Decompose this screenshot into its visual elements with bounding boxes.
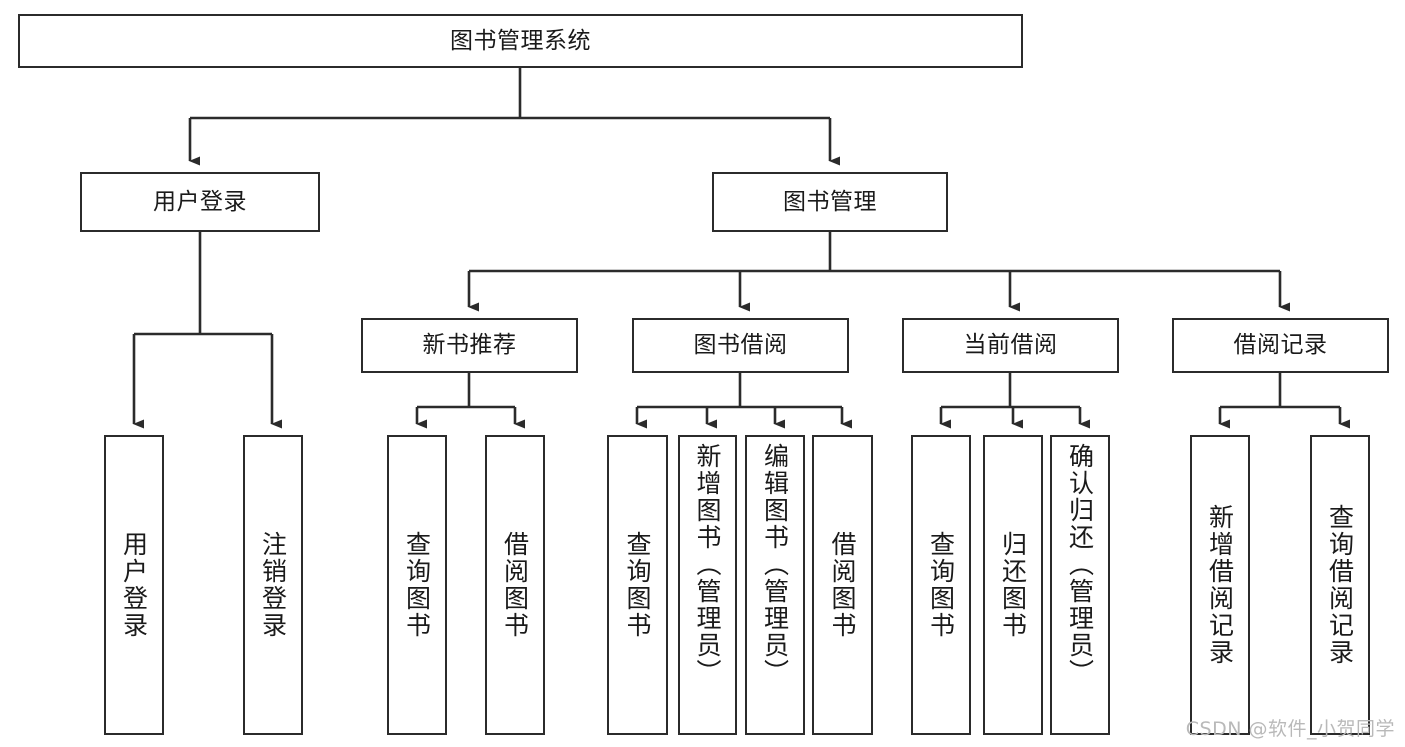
leaf-add-book-label: 新增图书（管理员） bbox=[693, 443, 722, 686]
node-current-borrow-label: 当前借阅 bbox=[963, 332, 1058, 359]
leaf-query-book-3-label: 查询图书 bbox=[926, 531, 956, 639]
leaf-borrow-book-2-label: 借阅图书 bbox=[828, 531, 857, 639]
leaf-return-book-label: 归还图书 bbox=[998, 531, 1028, 639]
leaf-query-book-1[interactable]: 查询图书 bbox=[387, 435, 447, 735]
node-book-borrow-label: 图书借阅 bbox=[693, 332, 788, 359]
leaf-borrow-book-1-label: 借阅图书 bbox=[500, 531, 530, 639]
leaf-borrow-book-2[interactable]: 借阅图书 bbox=[812, 435, 873, 735]
node-borrow-record[interactable]: 借阅记录 bbox=[1172, 318, 1389, 373]
node-book-manage-label: 图书管理 bbox=[783, 188, 877, 215]
leaf-return-book[interactable]: 归还图书 bbox=[983, 435, 1043, 735]
node-borrow-record-label: 借阅记录 bbox=[1233, 332, 1328, 359]
node-new-book-rec-label: 新书推荐 bbox=[422, 332, 517, 359]
leaf-query-record-label: 查询借阅记录 bbox=[1325, 504, 1355, 666]
leaf-edit-book[interactable]: 编辑图书（管理员） bbox=[745, 435, 805, 735]
leaf-query-book-2-label: 查询图书 bbox=[623, 531, 652, 639]
leaf-query-book-2[interactable]: 查询图书 bbox=[607, 435, 668, 735]
leaf-confirm-return[interactable]: 确认归还（管理员） bbox=[1050, 435, 1110, 735]
leaf-borrow-book-1[interactable]: 借阅图书 bbox=[485, 435, 545, 735]
node-current-borrow[interactable]: 当前借阅 bbox=[902, 318, 1119, 373]
node-book-borrow[interactable]: 图书借阅 bbox=[632, 318, 849, 373]
node-user-login-label: 用户登录 bbox=[153, 188, 247, 215]
leaf-logout-label: 注销登录 bbox=[258, 531, 288, 639]
leaf-add-book[interactable]: 新增图书（管理员） bbox=[678, 435, 737, 735]
node-user-login[interactable]: 用户登录 bbox=[80, 172, 320, 232]
leaf-query-book-3[interactable]: 查询图书 bbox=[911, 435, 971, 735]
node-new-book-rec[interactable]: 新书推荐 bbox=[361, 318, 578, 373]
leaf-add-record-label: 新增借阅记录 bbox=[1205, 504, 1235, 666]
node-root-label: 图书管理系统 bbox=[450, 27, 591, 54]
leaf-query-record[interactable]: 查询借阅记录 bbox=[1310, 435, 1370, 735]
leaf-query-book-1-label: 查询图书 bbox=[402, 531, 432, 639]
leaf-user-login[interactable]: 用户登录 bbox=[104, 435, 164, 735]
watermark: CSDN @软件_小贺同学 bbox=[1185, 718, 1395, 740]
node-book-manage[interactable]: 图书管理 bbox=[712, 172, 948, 232]
leaf-confirm-return-label: 确认归还（管理员） bbox=[1065, 443, 1095, 686]
leaf-edit-book-label: 编辑图书（管理员） bbox=[760, 443, 790, 686]
node-root[interactable]: 图书管理系统 bbox=[18, 14, 1023, 68]
leaf-user-login-label: 用户登录 bbox=[119, 531, 149, 639]
leaf-logout[interactable]: 注销登录 bbox=[243, 435, 303, 735]
leaf-add-record[interactable]: 新增借阅记录 bbox=[1190, 435, 1250, 735]
